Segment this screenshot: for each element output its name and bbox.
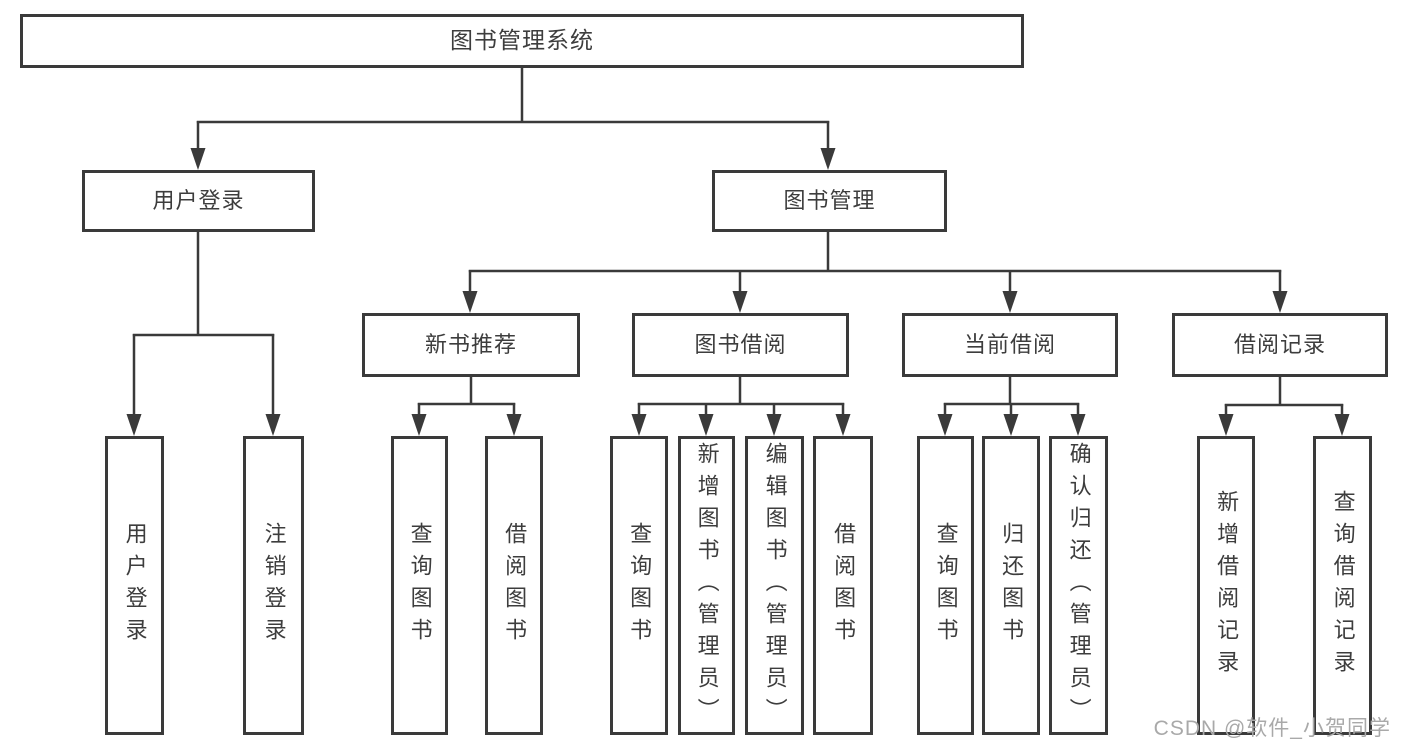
leaf-borrow-query-book: 查询图书: [610, 436, 668, 735]
leaf-user-login: 用户登录: [105, 436, 164, 735]
node-borrow-records: 借阅记录: [1172, 313, 1388, 377]
leaf-return-book: 归还图书: [982, 436, 1040, 735]
node-current-borrow: 当前借阅: [902, 313, 1118, 377]
node-user-login: 用户登录: [82, 170, 315, 232]
node-book-borrow: 图书借阅: [632, 313, 849, 377]
leaf-add-borrow-record: 新增借阅记录: [1197, 436, 1255, 735]
node-root: 图书管理系统: [20, 14, 1024, 68]
leaf-edit-book-admin: 编辑图书（管理员）: [745, 436, 804, 735]
leaf-confirm-return-admin: 确认归还（管理员）: [1049, 436, 1108, 735]
node-book-management: 图书管理: [712, 170, 947, 232]
leaf-borrow-book: 借阅图书: [813, 436, 873, 735]
leaf-query-borrow-record: 查询借阅记录: [1313, 436, 1372, 735]
node-new-book-recommend: 新书推荐: [362, 313, 580, 377]
leaf-add-book-admin: 新增图书（管理员）: [678, 436, 735, 735]
leaf-recommend-query-book: 查询图书: [391, 436, 448, 735]
leaf-recommend-borrow-book: 借阅图书: [485, 436, 543, 735]
leaf-current-query-book: 查询图书: [917, 436, 974, 735]
leaf-logout: 注销登录: [243, 436, 304, 735]
